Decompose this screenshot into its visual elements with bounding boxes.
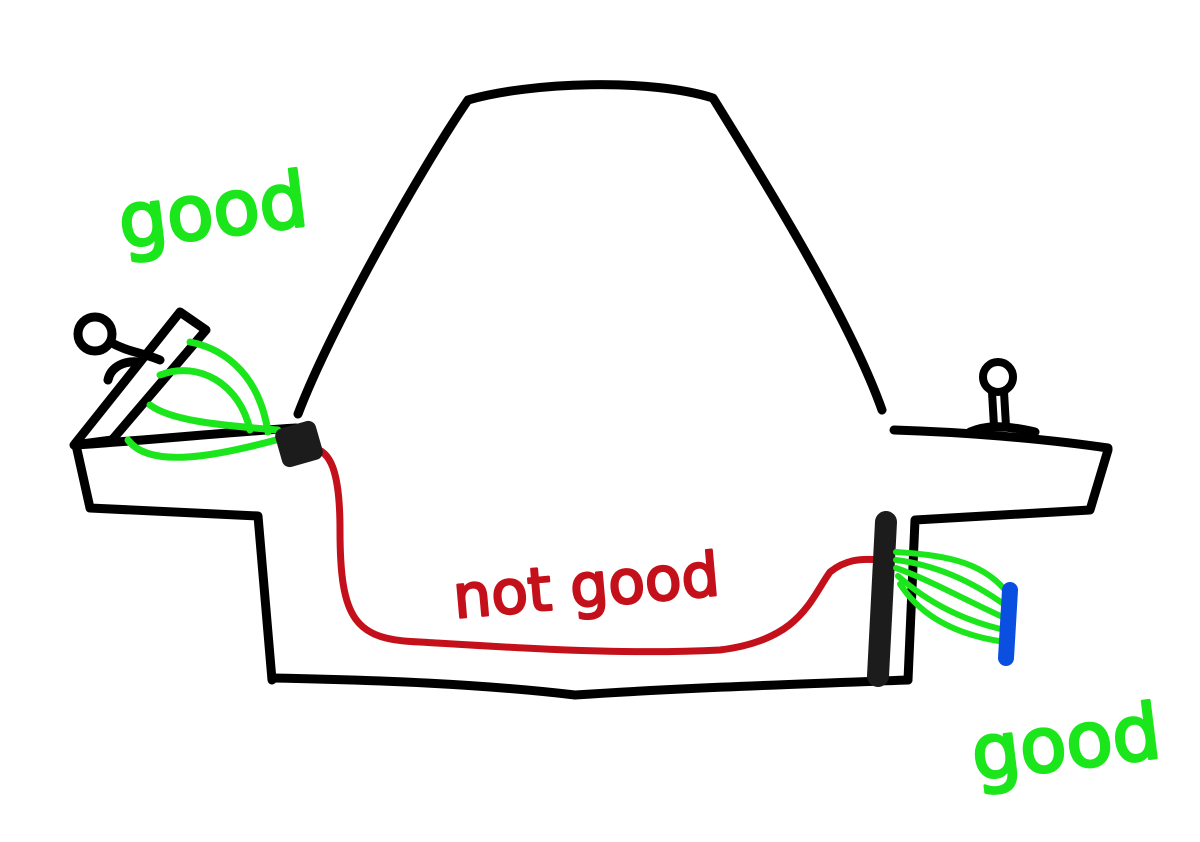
good-label-bottom-right: good <box>966 686 1165 797</box>
housing-left-wing <box>71 440 277 685</box>
good-wires-left <box>124 338 282 461</box>
hinge-icon <box>965 358 1040 437</box>
not-good-label: not good <box>450 540 722 633</box>
left-lid <box>69 307 211 450</box>
plug-icon <box>998 582 1018 666</box>
left-hinge-assembly <box>69 307 211 450</box>
housing-top-dome <box>293 80 887 419</box>
housing-right-wing-top <box>889 425 1113 453</box>
connector-icon <box>275 420 323 468</box>
good-wires-right <box>893 549 1008 645</box>
not-good-wire <box>308 444 884 656</box>
housing-bottom <box>267 673 913 700</box>
good-label-top-left: good <box>113 154 312 265</box>
connector-icon <box>867 511 897 687</box>
